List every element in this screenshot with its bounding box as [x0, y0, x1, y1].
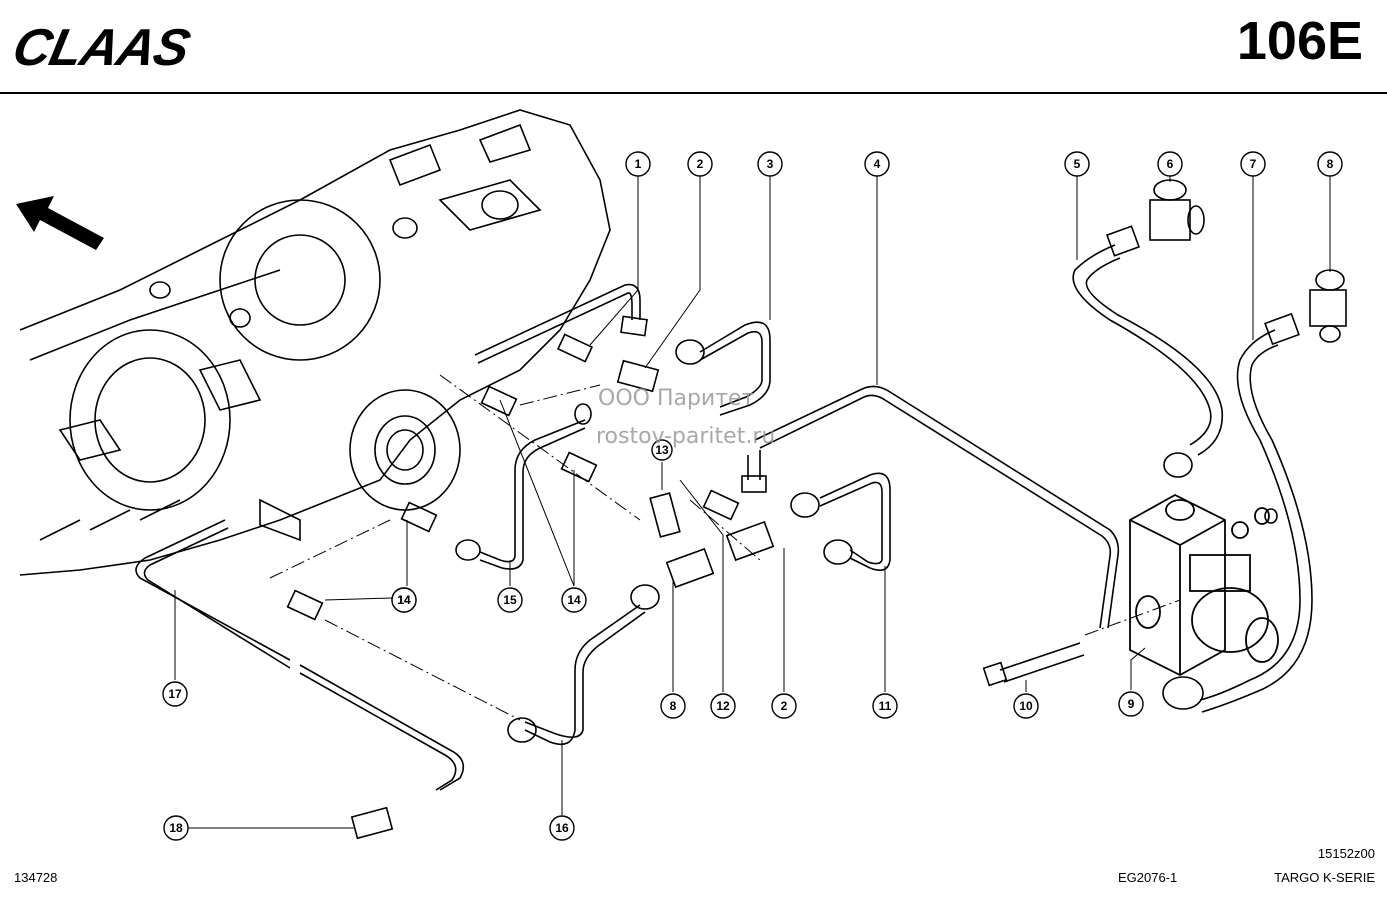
- pipe-1: [474, 283, 648, 364]
- valve-block-9: [1129, 493, 1279, 677]
- watermark-line-2: rostov-paritet.ru: [596, 424, 776, 449]
- callout-marker: [710, 693, 736, 719]
- callout-marker: [1064, 151, 1090, 177]
- callout-label: 2: [697, 157, 704, 171]
- callout-marker: [162, 681, 188, 707]
- callout-label: 10: [1019, 699, 1033, 713]
- callout-marker: [561, 587, 587, 613]
- pipe-11: [790, 472, 891, 571]
- callout-label: 8: [1327, 157, 1334, 171]
- hose-7: [1162, 312, 1313, 713]
- callout-marker: [757, 151, 783, 177]
- callout-label: 6: [1167, 157, 1174, 171]
- callout-marker: [497, 587, 523, 613]
- pipe-3: [675, 321, 771, 416]
- fitting-8-right: [1309, 269, 1347, 343]
- callout-label: 17: [168, 687, 182, 701]
- callout-marker: [771, 693, 797, 719]
- image-number: 134728: [14, 870, 58, 885]
- pipe-15: [455, 403, 592, 570]
- series-name: TARGO K-SERIE: [1274, 870, 1375, 885]
- callout-marker: [687, 151, 713, 177]
- callout-marker: [625, 151, 651, 177]
- pipe-17: [135, 519, 465, 791]
- callout-label: 12: [716, 699, 730, 713]
- callout-marker: [163, 815, 189, 841]
- callout-label: 14: [397, 593, 411, 607]
- callout-label: 5: [1074, 157, 1081, 171]
- callout-label: 8: [670, 699, 677, 713]
- leader-lines: [174, 176, 1331, 829]
- callout-label: 7: [1250, 157, 1257, 171]
- callout-marker: [872, 693, 898, 719]
- bolt-10: [982, 642, 1085, 687]
- callout-labels: 1 2 3 4 5 6 7 8 14 15 14 17 14 16 18 8 1…: [168, 157, 1333, 835]
- callout-label: 14: [397, 593, 411, 607]
- callout-label: 15: [503, 593, 517, 607]
- page-code: 106E: [1236, 11, 1363, 71]
- callout-label: 13: [655, 443, 669, 457]
- hose-5: [1072, 225, 1224, 478]
- callout-marker: [1240, 151, 1266, 177]
- callout-label: 1: [635, 157, 642, 171]
- callout-label: 18: [169, 821, 183, 835]
- pipe-4: [741, 385, 1120, 629]
- small-fittings: [286, 333, 1278, 840]
- callout-label: 3: [767, 157, 774, 171]
- pipe-16: [507, 584, 660, 746]
- callout-marker: [1157, 151, 1183, 177]
- callout-marker: [1013, 693, 1039, 719]
- callout-markers: [162, 151, 1343, 841]
- callout-label: 9: [1128, 697, 1135, 711]
- callout-marker: [864, 151, 890, 177]
- watermark-line-1: ООО Паритет: [598, 386, 755, 411]
- callout-label: 11: [879, 699, 892, 713]
- drawing-code: 15152z00: [1317, 846, 1375, 861]
- transmission-housing: [19, 109, 611, 576]
- callout-marker: [1118, 691, 1144, 717]
- callout-marker: [651, 439, 673, 461]
- callout-label: 16: [555, 821, 569, 835]
- fitting-6: [1149, 179, 1205, 241]
- callout-label: 14: [567, 593, 581, 607]
- callout-label: 4: [874, 157, 881, 171]
- assembly-code: EG2076-1: [1118, 870, 1178, 885]
- header-divider: [0, 92, 1387, 94]
- callout-marker: [391, 587, 417, 613]
- callout-marker: [1317, 151, 1343, 177]
- direction-arrow-icon: [16, 196, 104, 250]
- callout-marker: [660, 693, 686, 719]
- callout-marker: [549, 815, 575, 841]
- callout-label: 2: [781, 699, 788, 713]
